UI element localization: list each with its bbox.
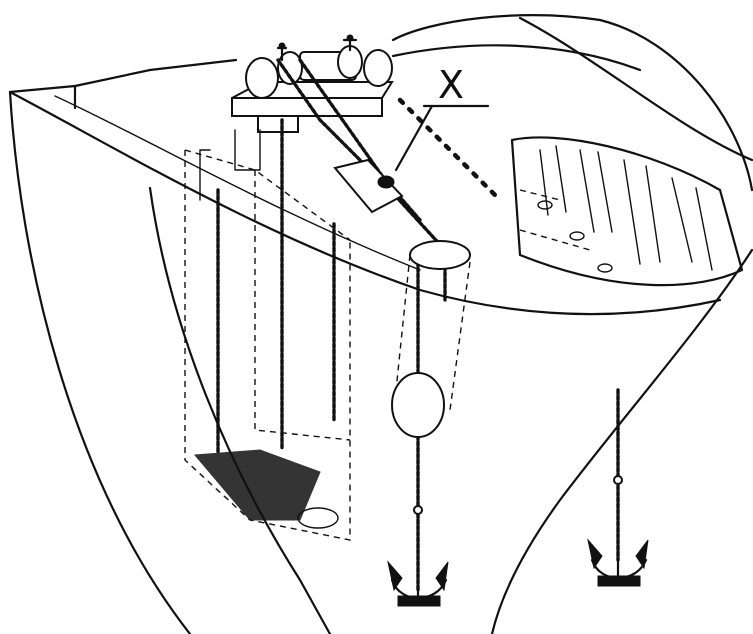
chain-locker	[184, 129, 351, 541]
callout-label-x: X	[438, 63, 465, 107]
hawse-pipe	[391, 240, 471, 438]
chain-stopper	[333, 158, 404, 214]
callout-x-leader	[394, 104, 490, 172]
anchor-starboard	[587, 475, 649, 587]
bulwark-stanchions	[510, 136, 744, 287]
windlass	[231, 34, 394, 133]
anchor-port	[387, 505, 449, 607]
bow-hull	[8, 14, 753, 634]
